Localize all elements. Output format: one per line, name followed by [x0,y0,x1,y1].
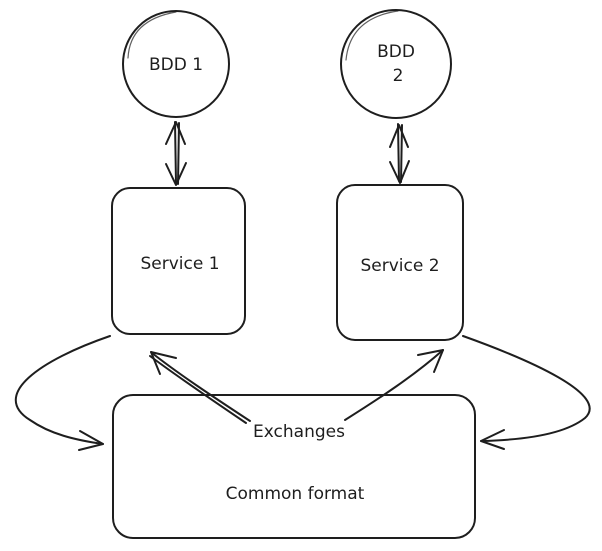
service-2-box [336,184,464,341]
database-1-circle [122,10,230,118]
database-1-label: BDD 1 [149,55,203,75]
service-2-label: Service 2 [360,256,439,276]
service-1-node: Service 1 [111,187,246,335]
arrow-service2-to-common [462,335,591,450]
database-2-label-line2: 2 [393,66,404,86]
common-format-node: Exchanges Common format [112,394,476,539]
common-format-label: Common format [226,484,365,504]
arrow-exchanges-to-service2 [344,349,444,421]
database-2-node: BDD 2 [340,9,452,119]
service-2-node: Service 2 [336,184,464,341]
service-1-label: Service 1 [140,254,219,274]
database-1-node: BDD 1 [122,10,230,118]
exchanges-label: Exchanges [253,422,345,442]
arrow-db1-service1 [165,121,187,186]
service-1-box [111,187,246,335]
arrow-exchanges-to-service1 [149,351,251,424]
arrow-db2-service2 [389,123,410,184]
arrow-service1-to-common [14,335,111,451]
database-2-circle [340,9,452,119]
common-format-box [112,394,476,539]
database-2-label-line1: BDD [377,42,415,62]
